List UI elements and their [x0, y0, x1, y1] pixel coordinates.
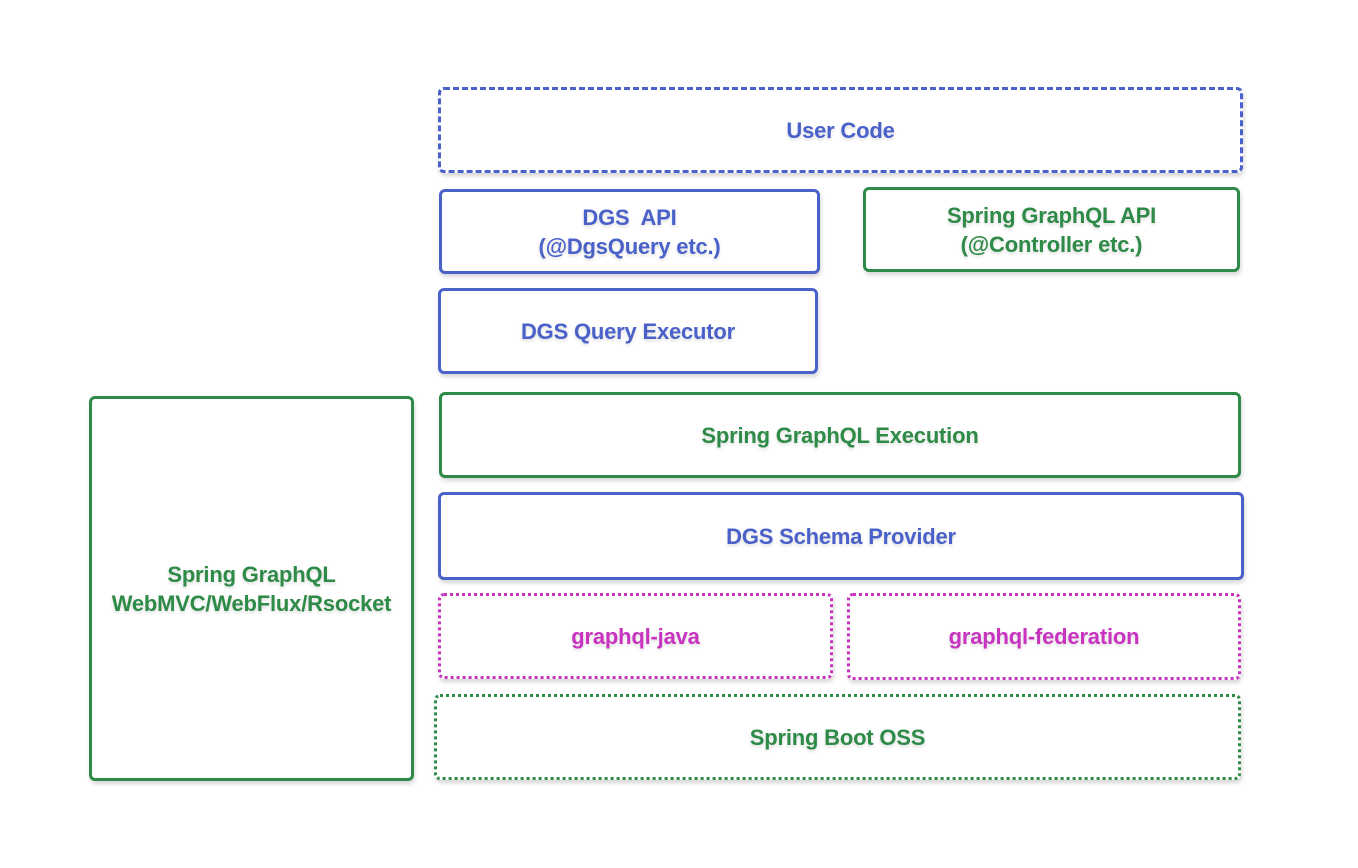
graphql-federation-box: graphql-federation [847, 593, 1241, 680]
dgs-api-subtitle: (@DgsQuery etc.) [538, 233, 721, 259]
dgs-api-title: DGS API [582, 204, 677, 230]
dgs-query-executor-box: DGS Query Executor [438, 288, 818, 374]
user-code-label: User Code [786, 117, 895, 143]
spring-boot-oss-label: Spring Boot OSS [749, 724, 926, 750]
dgs-api-label: DGS API (@DgsQuery etc.) [538, 203, 720, 261]
spring-graphql-api-subtitle: (@Controller etc.) [960, 231, 1143, 257]
graphql-java-box: graphql-java [438, 593, 833, 679]
dgs-query-executor-label: DGS Query Executor [520, 318, 736, 344]
spring-graphql-transport-subtitle: WebMVC/WebFlux/Rsocket [111, 590, 392, 616]
graphql-java-label: graphql-java [571, 623, 700, 649]
spring-graphql-execution-box: Spring GraphQL Execution [439, 392, 1241, 478]
spring-graphql-api-label: Spring GraphQL API (@Controller etc.) [947, 201, 1156, 259]
spring-graphql-transport-label: Spring GraphQL WebMVC/WebFlux/Rsocket [112, 560, 392, 618]
graphql-federation-label: graphql-federation [948, 624, 1140, 649]
spring-graphql-transport-box: Spring GraphQL WebMVC/WebFlux/Rsocket [89, 396, 414, 781]
dgs-schema-provider-box: DGS Schema Provider [438, 492, 1244, 580]
spring-graphql-api-box: Spring GraphQL API (@Controller etc.) [863, 187, 1240, 272]
spring-graphql-execution-label: Spring GraphQL Execution [701, 422, 979, 448]
spring-graphql-transport-title: Spring GraphQL [167, 561, 336, 587]
dgs-api-box: DGS API (@DgsQuery etc.) [439, 189, 820, 274]
spring-boot-oss-box: Spring Boot OSS [434, 694, 1241, 780]
dgs-schema-provider-label: DGS Schema Provider [726, 523, 956, 549]
spring-graphql-api-title: Spring GraphQL API [946, 202, 1157, 228]
user-code-box: User Code [438, 87, 1243, 173]
